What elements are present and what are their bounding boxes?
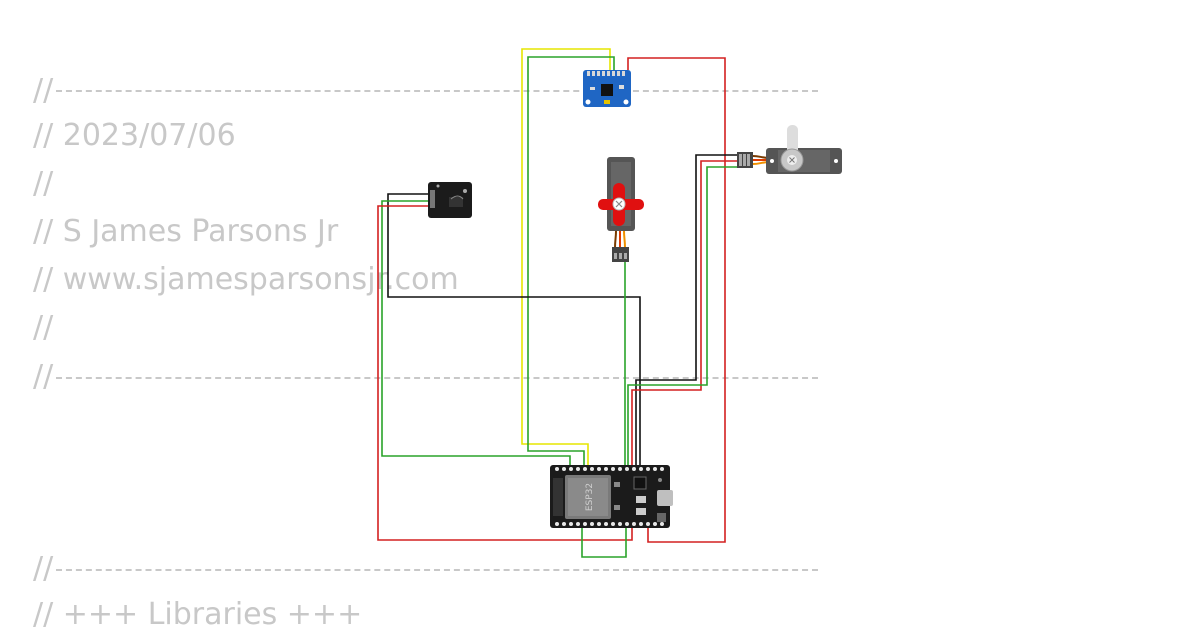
comment-rule-bottom — [56, 377, 818, 379]
esp32-board[interactable]: ESP32 — [550, 465, 673, 528]
imu-chip — [601, 84, 613, 96]
comment-libraries-rule-slashes: // — [33, 551, 54, 586]
esp32-module-label: ESP32 — [585, 483, 595, 511]
wires — [377, 48, 738, 558]
wire-black-rtc[interactable] — [387, 193, 641, 466]
imu-mount-hole-right — [623, 99, 629, 105]
wire-green-rtc[interactable] — [381, 200, 571, 466]
wire-red-servo-large[interactable] — [631, 160, 738, 466]
comment-libraries: // +++ Libraries +++ — [33, 597, 363, 632]
wire-green-servo-large[interactable] — [627, 166, 738, 466]
usb-port[interactable] — [657, 490, 673, 506]
comment-rule-top — [56, 90, 818, 92]
servo-small-leads — [614, 230, 626, 249]
wire-red-rtc[interactable] — [377, 205, 633, 541]
comment-author: // S James Parsons Jr — [33, 214, 339, 249]
imu-board[interactable] — [583, 70, 631, 107]
imu-pin-header — [587, 71, 625, 76]
comment-blank-1: // — [33, 166, 54, 201]
esp32-usb-chip — [633, 476, 647, 490]
boot-button[interactable] — [657, 513, 666, 522]
imu-mount-hole-left — [585, 99, 591, 105]
servo-small[interactable] — [598, 157, 644, 262]
comment-libraries-rule — [56, 569, 818, 571]
comment-rule-top-slashes: // — [33, 73, 54, 108]
esp32-bottom-pins — [555, 522, 664, 526]
wire-green-imu[interactable] — [527, 56, 615, 466]
rtc-pin-header — [430, 190, 435, 208]
comment-blank-2: // — [33, 310, 54, 345]
wire-black-servo-large[interactable] — [635, 154, 738, 466]
esp32-top-pins — [555, 467, 664, 471]
wire-yellow-imu[interactable] — [521, 48, 611, 466]
comment-rule-bottom-slashes: // — [33, 359, 54, 394]
wire-red-imu[interactable] — [627, 57, 726, 543]
servo-large[interactable] — [737, 125, 842, 174]
comment-date: // 2023/07/06 — [33, 118, 236, 153]
wire-green-bottom[interactable] — [581, 528, 627, 558]
rtc-board[interactable] — [428, 182, 472, 218]
